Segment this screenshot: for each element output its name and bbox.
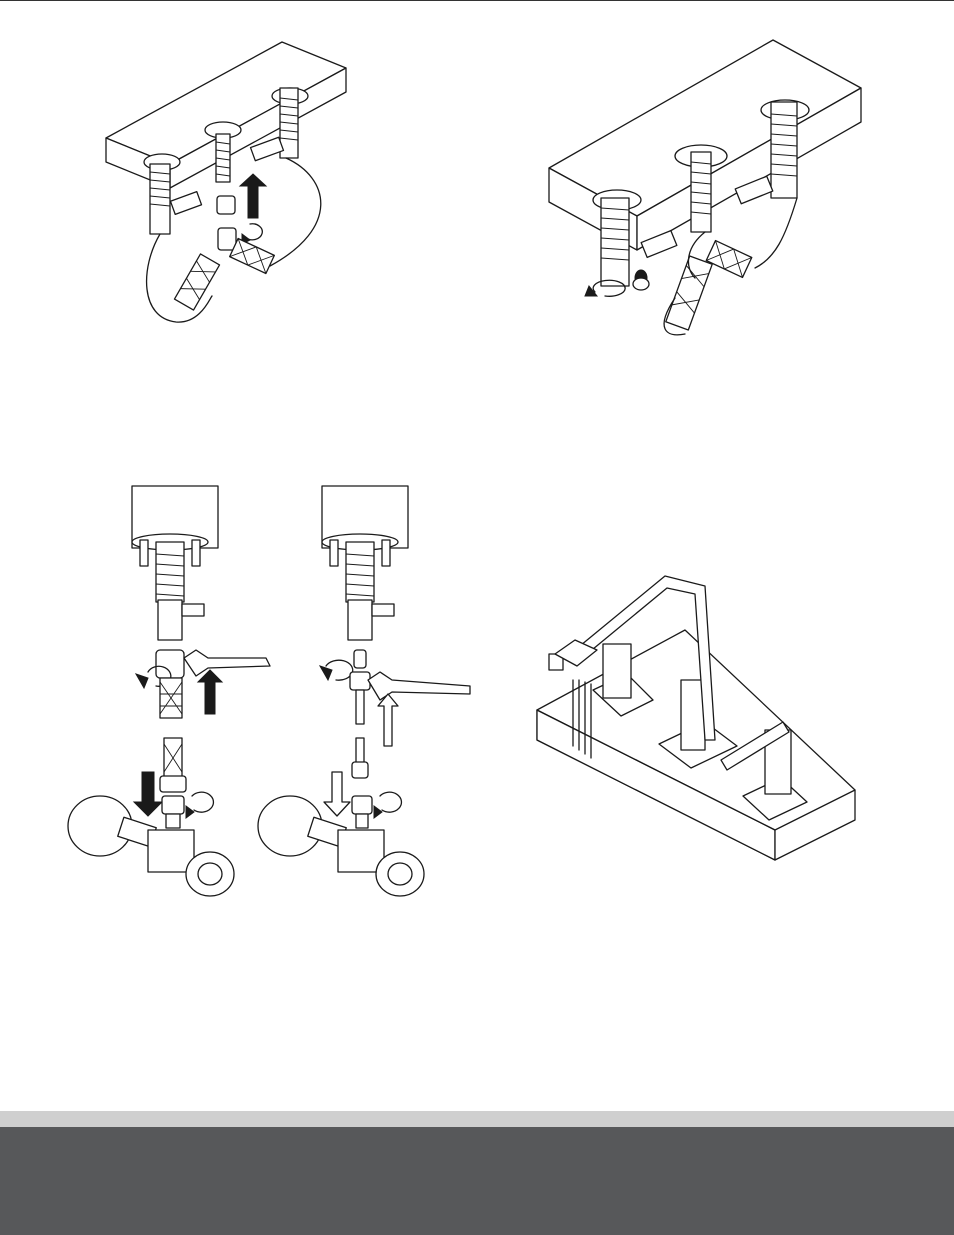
footer-band-light	[0, 1111, 954, 1127]
faucet-underside-tighten-illustration	[545, 38, 865, 338]
fig-finished-faucet	[535, 570, 865, 870]
widespread-faucet-illustration	[535, 570, 865, 870]
fig-supply-line-hookup	[66, 482, 486, 912]
fig-connect-center-hose	[100, 38, 360, 328]
footer-band-dark	[0, 1127, 954, 1235]
fig-connect-side-valve	[545, 38, 865, 338]
top-rule	[0, 0, 954, 1]
supply-line-wrench-illustration	[66, 482, 486, 912]
faucet-underside-connection-illustration	[100, 38, 360, 328]
